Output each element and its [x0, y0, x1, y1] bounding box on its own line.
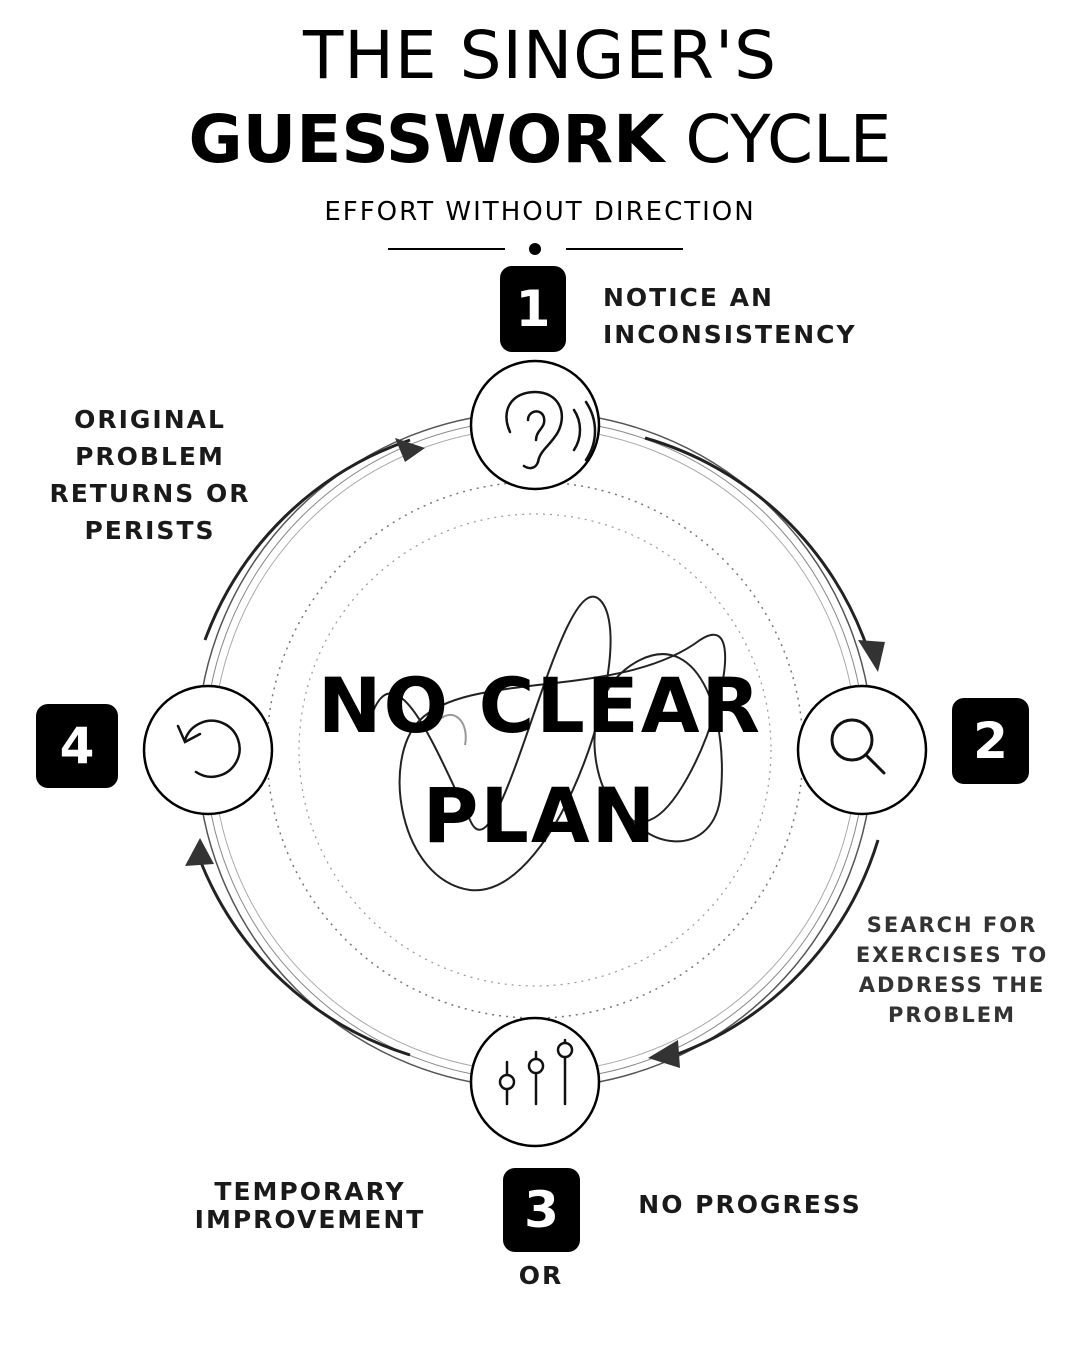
step-3-label-or: OR [518, 1261, 564, 1290]
title-line2: GUESSWORK CYCLE [0, 100, 1080, 180]
arrow-left-bottom [185, 838, 214, 866]
arrow-right-top [858, 640, 885, 672]
step-4-label: ORIGINAL PROBLEM RETURNS OR PERISTS [40, 401, 260, 549]
step-4-label-line2: PROBLEM [75, 442, 225, 471]
arrow-top-left [395, 438, 425, 462]
step-3-label-right: NO PROGRESS [638, 1190, 862, 1219]
step-3-label-left-line1: TEMPORARY [214, 1177, 406, 1206]
restart-icon [176, 719, 241, 778]
step-4-badge: 4 [36, 704, 118, 788]
step-3-label-left: TEMPORARY IMPROVEMENT [170, 1178, 450, 1234]
step-2-label: SEARCH FOR EXERCISES TO ADDRESS THE PROB… [852, 910, 1052, 1030]
step-2-label-line3: ADDRESS THE [858, 973, 1046, 997]
scribble-decoration [369, 595, 727, 892]
cycle-arrows [185, 438, 885, 1068]
step-4-label-line4: PERISTS [84, 516, 216, 545]
title-line1: THE SINGER'S [302, 17, 778, 94]
center-line2: PLAN [422, 771, 658, 860]
step-1-badge: 1 [500, 266, 566, 352]
node-left [142, 684, 274, 816]
center-line1: NO CLEAR [317, 661, 763, 750]
node-top [469, 359, 601, 491]
ear-icon [505, 390, 597, 470]
step-1-label: NOTICE AN INCONSISTENCY [603, 279, 903, 353]
step-4-label-line3: RETURNS OR [49, 479, 251, 508]
step-2-label-line1: SEARCH FOR [866, 913, 1038, 937]
title-light: CYCLE [685, 101, 892, 178]
title-bold: GUESSWORK [188, 101, 665, 178]
node-right [796, 684, 928, 816]
arrow-bottom-right [648, 1040, 680, 1068]
step-2-badge: 2 [952, 698, 1029, 784]
search-icon [830, 718, 886, 775]
step-3-badge: 3 [503, 1168, 580, 1252]
step-4-label-line1: ORIGINAL [74, 405, 226, 434]
subtitle: EFFORT WITHOUT DIRECTION [324, 197, 756, 227]
cycle-arcs [198, 436, 880, 1057]
step-1-label-line1: NOTICE AN [603, 283, 774, 312]
step-3-label-left-line2: IMPROVEMENT [194, 1205, 426, 1234]
step-2-label-line2: EXERCISES TO [855, 943, 1049, 967]
step-2-label-line4: PROBLEM [887, 1003, 1017, 1027]
step-1-label-line2: INCONSISTENCY [603, 320, 857, 349]
header-divider [388, 243, 683, 255]
sliders-icon [498, 1038, 574, 1106]
